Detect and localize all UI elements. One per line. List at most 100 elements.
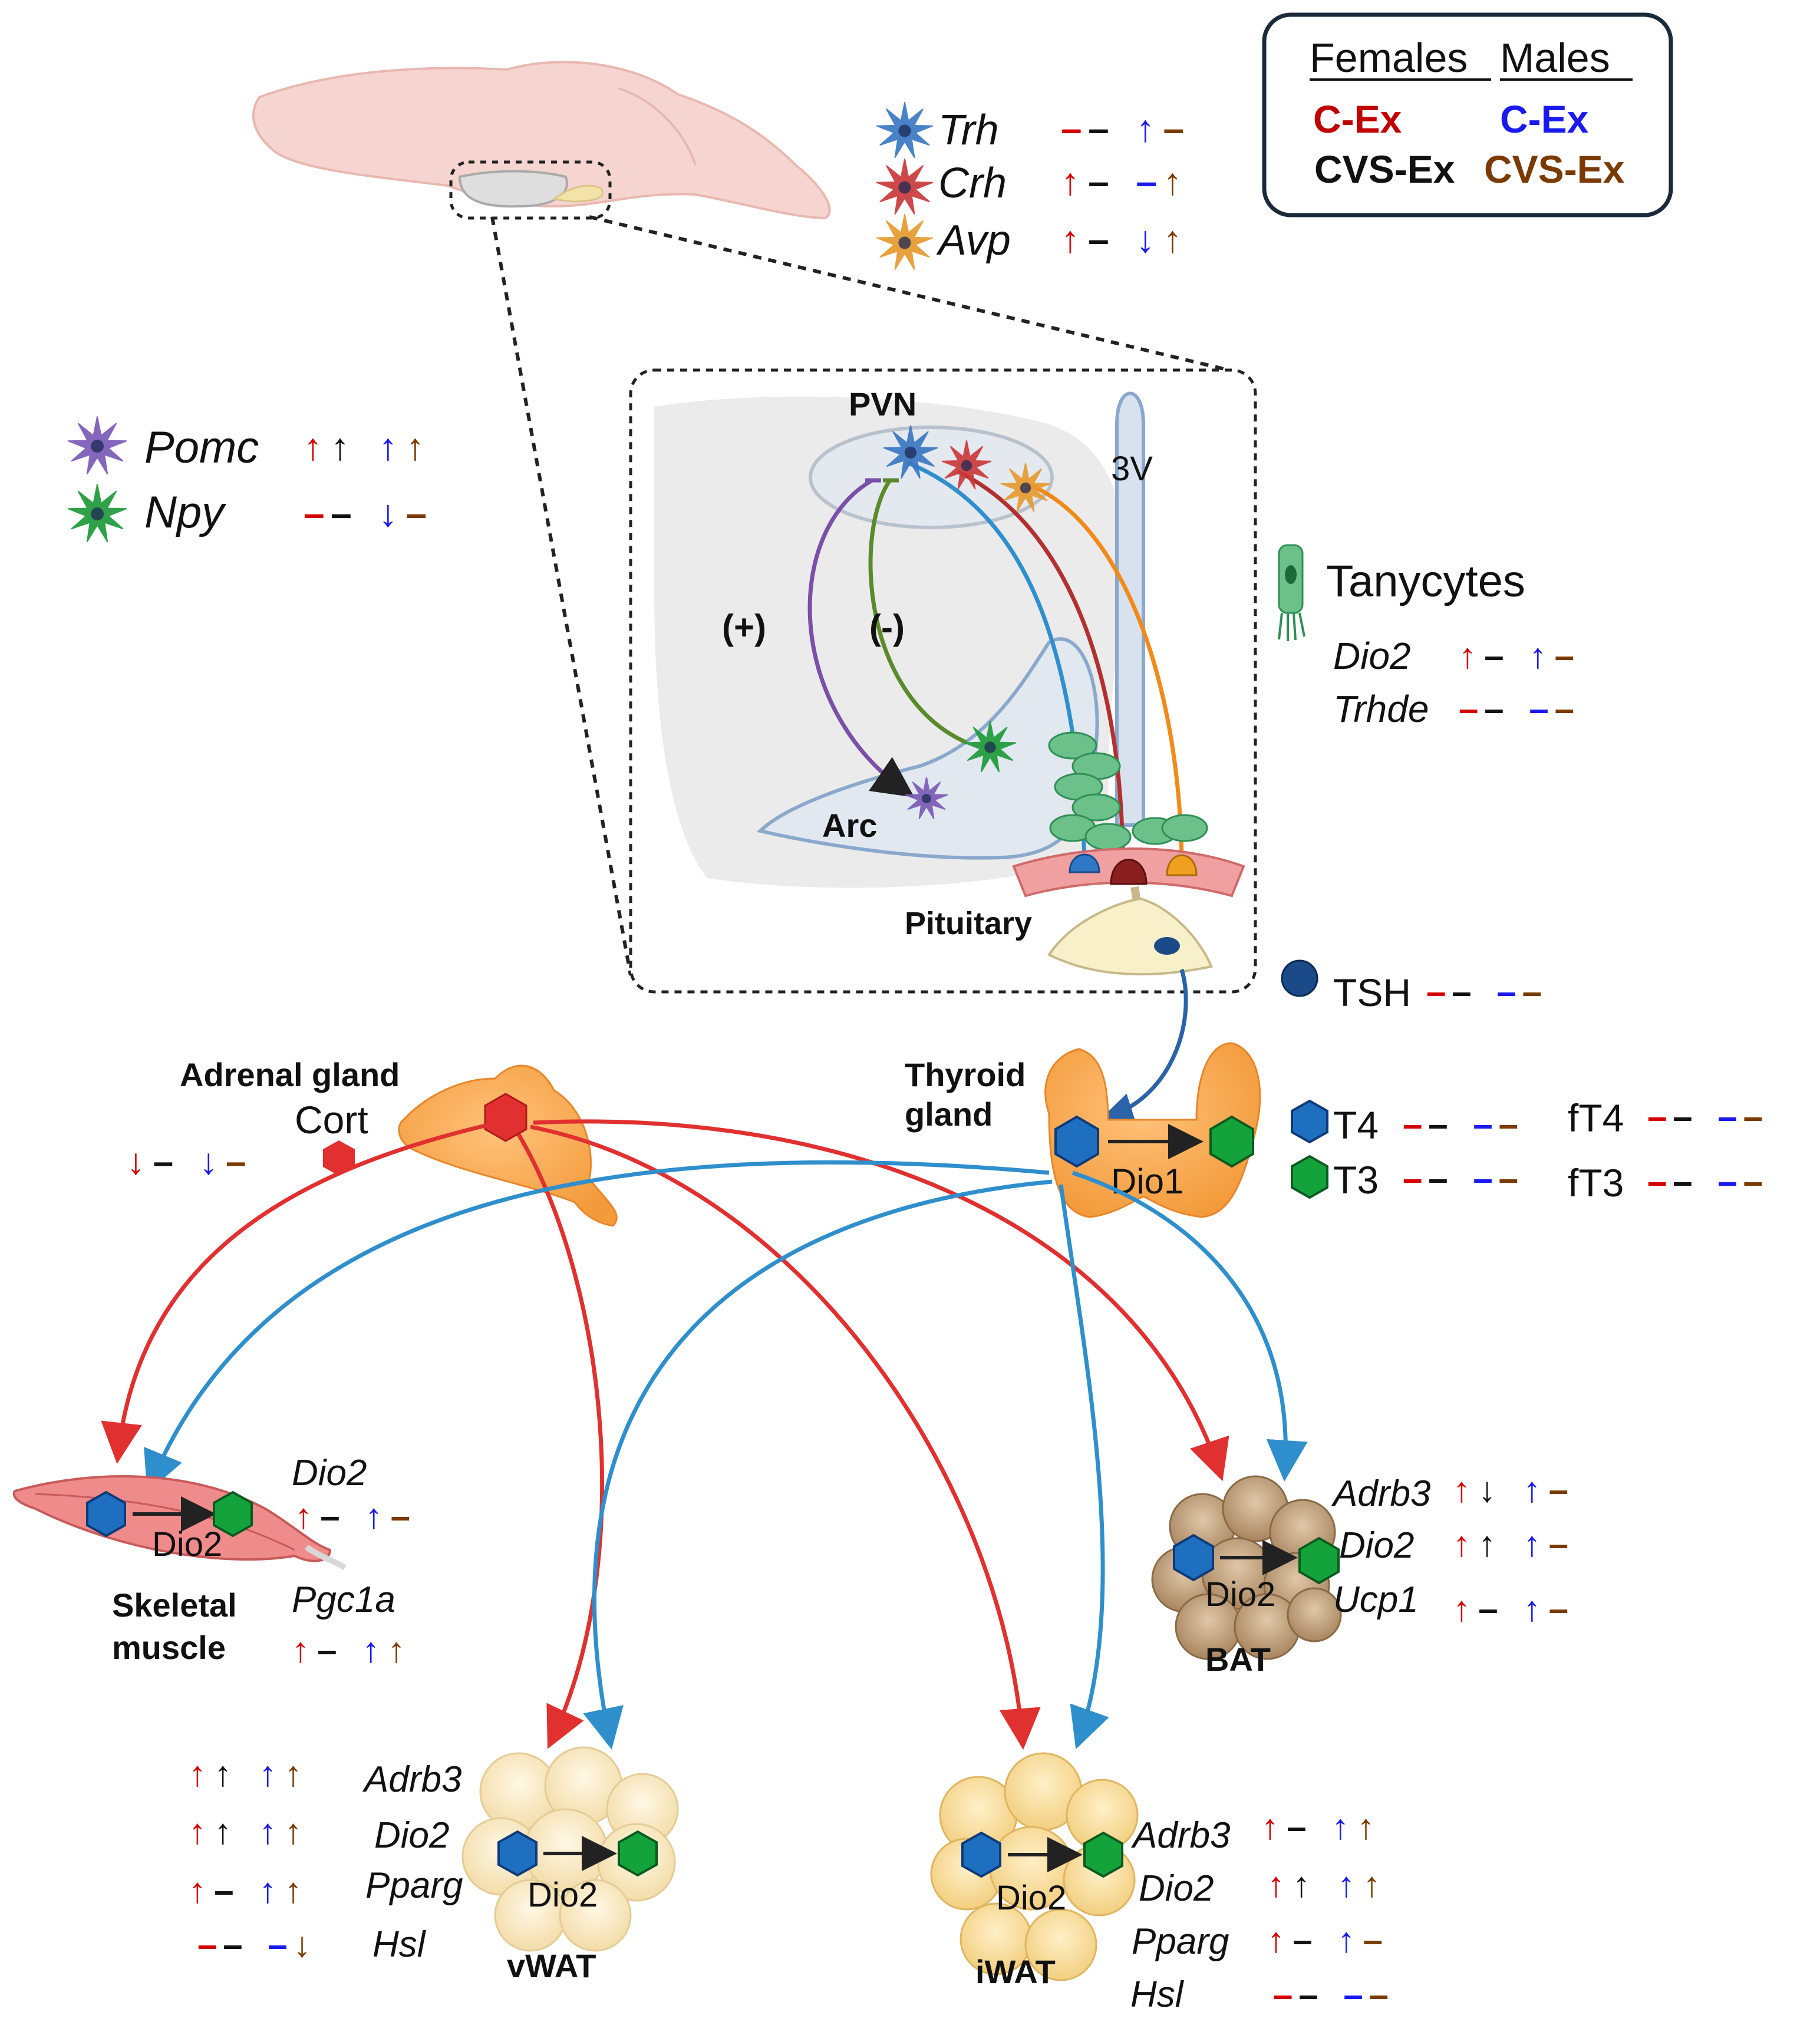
muscle-t3-icon bbox=[213, 1490, 253, 1538]
gene-trh-marks-0: – bbox=[1061, 107, 1082, 150]
thyroid-ft4-marks-0: – bbox=[1647, 1097, 1667, 1136]
thyroid-arrows bbox=[144, 1160, 1308, 1750]
bat-dio2-label: Dio2 bbox=[1339, 1525, 1415, 1566]
vwat-hsl-marks-3: ↓ bbox=[294, 1925, 311, 1964]
iwat-hsl-marks-2: – bbox=[1343, 1975, 1363, 2014]
vwat-dio2-marks-2: ↑ bbox=[259, 1812, 276, 1851]
vwat-hsl-label: Hsl bbox=[372, 1924, 427, 1965]
muscle-dio2-marks-1: – bbox=[320, 1496, 339, 1536]
skeletal-muscle-illustration bbox=[12, 1475, 347, 1571]
cort-label: Cort bbox=[295, 1098, 368, 1142]
gene-trh-label: Trh bbox=[938, 107, 999, 154]
thyroid-ft4-label: fT4 bbox=[1568, 1096, 1624, 1140]
muscle-title-line2: muscle bbox=[112, 1629, 226, 1666]
iwat-t4-icon bbox=[961, 1831, 1001, 1878]
vwat-adrb3-marks-3: ↑ bbox=[285, 1754, 302, 1793]
vwat-pparg-marks-0: ↑ bbox=[189, 1871, 206, 1910]
legend-box: Females Males C-Ex C-Ex CVS-Ex CVS-Ex bbox=[1262, 12, 1673, 217]
iwat-dio2-label: Dio2 bbox=[1139, 1868, 1214, 1909]
tanycytes-trhde-marks: –––– bbox=[1459, 689, 1574, 728]
star-neuron-purple-icon-nucleus bbox=[91, 440, 104, 453]
bat-title: BAT bbox=[1205, 1641, 1271, 1678]
pvn-neuron-avp-icon bbox=[1000, 463, 1051, 512]
thyroid-t3-marks-1: – bbox=[1428, 1159, 1448, 1198]
thyroid-ft4-marks-3: – bbox=[1743, 1097, 1763, 1136]
bat-adrb3-marks-0: ↑ bbox=[1453, 1470, 1470, 1509]
gene-pomc-marks-2: ↑ bbox=[378, 426, 397, 468]
vwat-hsl-marks-2: – bbox=[268, 1925, 287, 1964]
vwat-adrb3-label: Adrb3 bbox=[362, 1759, 461, 1800]
gene-npy-marks-3: – bbox=[405, 492, 427, 535]
thyroid-t3-marks: –––– bbox=[1403, 1159, 1518, 1198]
thyroid-t3-label: T3 bbox=[1333, 1158, 1379, 1202]
gene-avp-marks-3: ↑ bbox=[1163, 218, 1182, 260]
tsh-marks-2: – bbox=[1496, 972, 1516, 1011]
star-neuron-green-icon bbox=[67, 484, 127, 542]
thyroid-t4-marks-1: – bbox=[1428, 1104, 1448, 1144]
gene-pomc-marks-1: ↑ bbox=[331, 426, 350, 468]
iwat-adrb3-marks-2: ↑ bbox=[1331, 1807, 1349, 1846]
muscle-dio2-label: Dio2 bbox=[292, 1453, 367, 1493]
gene-trh-marks: ––↑– bbox=[1061, 107, 1184, 150]
tanycytes-dio2-marks-2: ↑ bbox=[1529, 636, 1547, 675]
iwat-title: iWAT bbox=[975, 1953, 1056, 1990]
thyroid-title-line1: Thyroid bbox=[905, 1056, 1026, 1093]
iwat-illustration bbox=[930, 1752, 1139, 1981]
vwat-adrb3-marks-2: ↑ bbox=[259, 1754, 276, 1793]
arc-neuron-npy-icon bbox=[964, 721, 1017, 773]
thyroid-ft3-marks-0: – bbox=[1647, 1162, 1667, 1201]
vwat-title: vWAT bbox=[507, 1947, 596, 1984]
label-plus: (+) bbox=[722, 608, 766, 647]
gene-crh-marks-3: ↑ bbox=[1163, 160, 1182, 203]
bat-t3-icon bbox=[1298, 1536, 1340, 1585]
thyroid-ft3-marks: –––– bbox=[1647, 1162, 1763, 1201]
star-neuron-red-icon-nucleus bbox=[898, 181, 911, 194]
muscle-dio2-marks-2: ↑ bbox=[365, 1496, 383, 1536]
gene-pomc-label: Pomc bbox=[144, 423, 259, 473]
pvn-neuron-crh-icon bbox=[941, 440, 992, 490]
bat-adrb3-label: Adrb3 bbox=[1331, 1473, 1430, 1514]
bat-ucp1-marks-1: – bbox=[1478, 1589, 1498, 1628]
tsh-icon bbox=[1281, 959, 1318, 997]
legend-male-cex: C-Ex bbox=[1500, 97, 1589, 141]
hypothalamus-panel: 3V PVN Arc (+) (-) Pituitary bbox=[629, 368, 1257, 994]
tanycytes-title: Tanycytes bbox=[1326, 556, 1525, 606]
muscle-pgc1a-marks-0: ↑ bbox=[292, 1630, 309, 1670]
iwat-dio2-marks-0: ↑ bbox=[1267, 1865, 1285, 1904]
pituitary-to-thyroid-arrow bbox=[1100, 969, 1188, 1125]
bat-dio2-marks-2: ↑ bbox=[1523, 1524, 1541, 1564]
iwat-enzyme: Dio2 bbox=[996, 1879, 1066, 1917]
star-neuron-orange-icon bbox=[876, 214, 934, 271]
label-arc: Arc bbox=[822, 807, 877, 844]
thyroid-t3-marks-0: – bbox=[1403, 1159, 1422, 1198]
thyroid-ft4-marks-1: – bbox=[1673, 1097, 1692, 1136]
thyroid-ft3-marks-3: – bbox=[1743, 1162, 1763, 1201]
thyroid-ft3-marks-2: – bbox=[1717, 1162, 1737, 1201]
legend-t3-icon bbox=[1291, 1155, 1328, 1199]
bat-ucp1-label: Ucp1 bbox=[1333, 1579, 1419, 1620]
muscle-pgc1a-marks-1: – bbox=[317, 1630, 337, 1670]
bat-dio2-marks-1: ↑ bbox=[1478, 1524, 1496, 1564]
brain-zoom-box bbox=[449, 160, 612, 220]
thyroid-t4-icon bbox=[1054, 1115, 1099, 1168]
vwat-enzyme: Dio2 bbox=[527, 1876, 598, 1914]
vwat-t4-icon bbox=[497, 1830, 538, 1877]
thyroid-ft3-marks-1: – bbox=[1673, 1162, 1692, 1201]
thyroid-t3-icon bbox=[1209, 1115, 1254, 1168]
adrenal-marks-3: – bbox=[226, 1142, 246, 1182]
gene-avp-marks-1: – bbox=[1088, 218, 1109, 260]
legend-female-cex: C-Ex bbox=[1313, 97, 1402, 141]
zoom-line-left bbox=[490, 216, 632, 976]
iwat-dio2-marks-1: ↑ bbox=[1293, 1865, 1310, 1904]
iwat-pparg-marks-2: ↑ bbox=[1337, 1920, 1355, 1960]
adrenal-title: Adrenal gland bbox=[180, 1056, 400, 1093]
iwat-dio2-marks: ↑↑↑↑ bbox=[1267, 1865, 1381, 1904]
vwat-adrb3-marks: ↑↑↑↑ bbox=[189, 1754, 302, 1793]
vwat-pparg-marks-3: ↑ bbox=[285, 1871, 302, 1910]
muscle-pgc1a-label: Pgc1a bbox=[292, 1579, 395, 1620]
label-3v: 3V bbox=[1111, 450, 1153, 488]
adrenal-marks-2: ↓ bbox=[199, 1142, 217, 1182]
gene-pomc-marks: ↑↑↑↑ bbox=[304, 426, 424, 468]
bat-adrb3-marks-2: ↑ bbox=[1523, 1470, 1541, 1509]
